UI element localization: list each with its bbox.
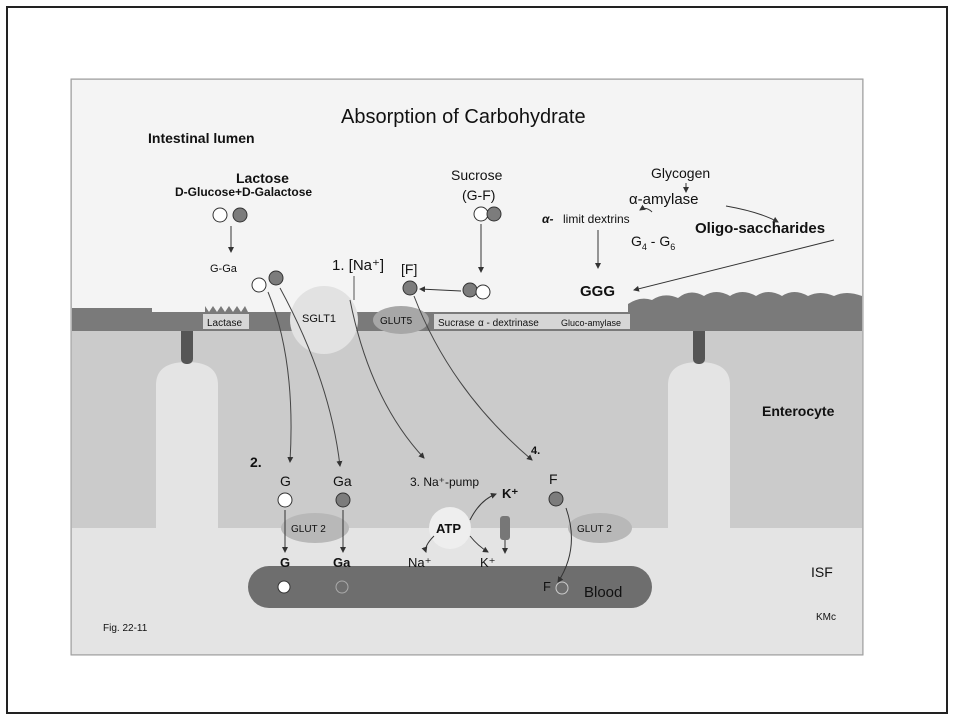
sodium-path [349,299,425,459]
g-enterocyte-circle [277,492,293,508]
fructose-release-arrow [419,286,462,293]
glut5-transporter [373,306,429,334]
sucrose-label: Sucrose [451,167,503,183]
na-out-arrow [421,535,435,553]
lactase-label: Lactase [207,318,242,329]
f-bracket-label: [F] [401,261,417,277]
lumen-label: Intestinal lumen [148,130,255,146]
author-credit: KMc [816,612,836,623]
f-exit-arrow [557,507,572,583]
sucrose-split-g-circle [475,284,491,300]
lactase-brush [205,306,248,312]
f-blood-label: F [543,579,551,594]
k-channel [500,516,510,540]
ga-enterocyte-circle [335,492,351,508]
sucrose-split-f-circle [462,282,478,298]
step2-label: 2. [250,454,262,470]
figure-number: Fig. 22-11 [103,623,148,634]
g-isf-label: G [280,555,290,570]
fructose-path [413,295,533,461]
f-enterocyte-label: F [549,471,558,487]
amylase-label: α-amylase [629,191,699,208]
intercellular-space-left [156,362,218,528]
k-bottom-label: K⁺ [480,555,496,570]
glucose-circle [212,207,228,223]
glut2-right-label: GLUT 2 [577,524,612,535]
k-out-arrow [469,535,489,553]
sucrose-glucose-circle [473,206,489,222]
isf-label: ISF [811,564,833,580]
g-enterocyte-label: G [280,473,291,489]
tight-junction-left [181,322,193,364]
sucrase-label: Sucrase [438,318,475,329]
blood-label: Blood [584,584,622,601]
g4g6-label: G4 - G6 [631,233,675,252]
membrane-edge-left [72,308,152,312]
oligo-label: Oligo-saccharides [695,220,825,237]
k-top-label: K⁺ [502,486,518,501]
ga-isf-label: Ga [333,555,351,570]
brush-border-enzymes-box [434,314,630,329]
gga-glucose-circle [251,277,267,293]
gga-label: G-Ga [210,263,238,275]
glut5-label: GLUT5 [380,316,413,327]
atp-pump [429,507,471,549]
oligo-to-ggg-arrow [633,239,835,292]
galactose-path [279,287,343,467]
sglt1-label: SGLT1 [302,313,336,325]
galactose-circle [232,207,248,223]
glucoamylase-label: Gluco-amylase [561,318,621,328]
enterocyte-label: Enterocyte [762,403,835,419]
blood-vessel [248,566,652,608]
k-in-arrow [469,492,497,521]
glut2-left-transporter [281,513,349,543]
glut2-left-label: GLUT 2 [291,524,326,535]
intestinal-lumen-region [72,80,862,312]
lactose-products-label: D-Glucose+D-Galactose [175,185,312,199]
lactase-box [203,314,249,329]
atp-label: ATP [436,521,461,536]
sucrose-fructose-circle [486,206,502,222]
g-blood-circle [277,580,291,594]
f-blood-circle [555,581,569,595]
glut2-right-transporter [568,513,632,543]
na-bottom-label: Na⁺ [408,555,431,570]
intercellular-space-right [668,362,730,528]
ga-blood-circle [335,580,349,594]
amylase-to-oligo-arrow [725,205,779,223]
alpha-dextrinase-label: α - dextrinase [478,318,539,329]
glucose-path [267,291,294,463]
gga-galactose-circle [268,270,284,286]
sglt1-transporter [290,286,358,354]
ga-enterocyte-label: Ga [333,473,352,489]
fructose-lumen-circle [402,280,418,296]
lactose-label: Lactose [236,170,289,186]
alpha-symbol: α- [542,212,553,226]
amylase-to-dextrins-arrow [639,204,653,213]
step4-label: 4. [531,445,540,457]
diagram-title: Absorption of Carbohydrate [341,106,586,128]
step1-label: 1. [Na⁺] [332,257,384,274]
limit-dextrins-label: limit dextrins [563,212,630,226]
ggg-label: GGG [580,283,615,300]
microvilli-right [628,292,862,312]
glycogen-label: Glycogen [651,165,710,181]
step3-label: 3. Na⁺-pump [410,475,479,489]
sucrose-gf-label: (G-F) [462,187,495,203]
tight-junction-right [693,322,705,364]
f-enterocyte-circle [548,491,564,507]
